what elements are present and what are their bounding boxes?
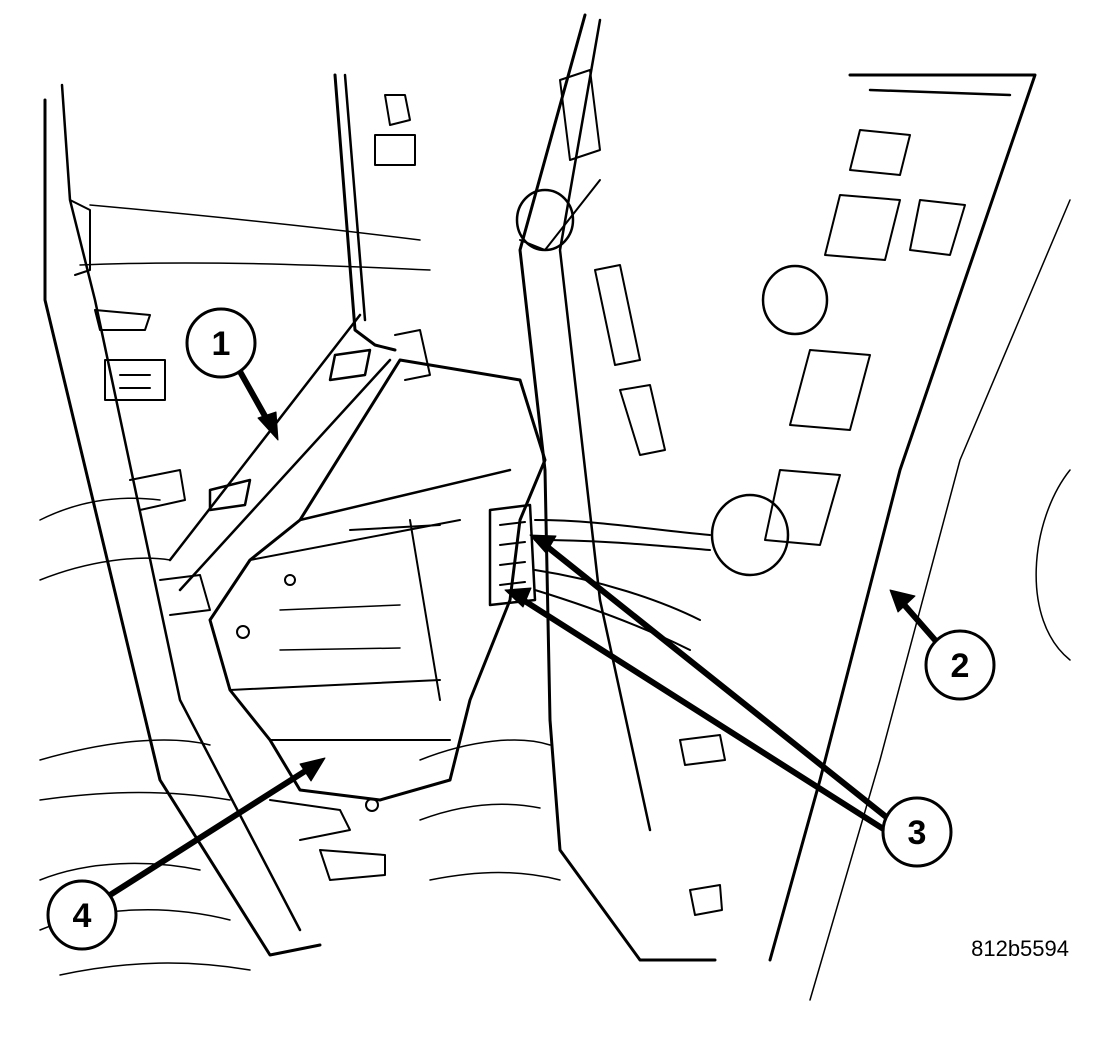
bezel-frame: [168, 313, 392, 592]
figure-id: 812b5594: [971, 936, 1069, 961]
callout-3-label: 3: [908, 814, 927, 852]
bezel-upright: [333, 73, 431, 381]
callout-4-label: 4: [73, 897, 92, 935]
callout-1-label: 1: [212, 325, 231, 363]
callout-2: 2: [924, 629, 996, 701]
callout-2-label: 2: [951, 647, 970, 685]
console-left-panel: [43, 83, 386, 957]
console-right-panel: [515, 13, 829, 962]
callout-3: 3: [881, 796, 953, 868]
module-housing: [208, 358, 547, 812]
trim-panel: [764, 73, 1071, 1001]
callout-4: 4: [46, 879, 118, 951]
floor-contours: [39, 204, 561, 976]
wiring-connectors: [488, 503, 711, 651]
callout-1: 1: [185, 307, 257, 379]
leader-lines: [107, 365, 938, 898]
